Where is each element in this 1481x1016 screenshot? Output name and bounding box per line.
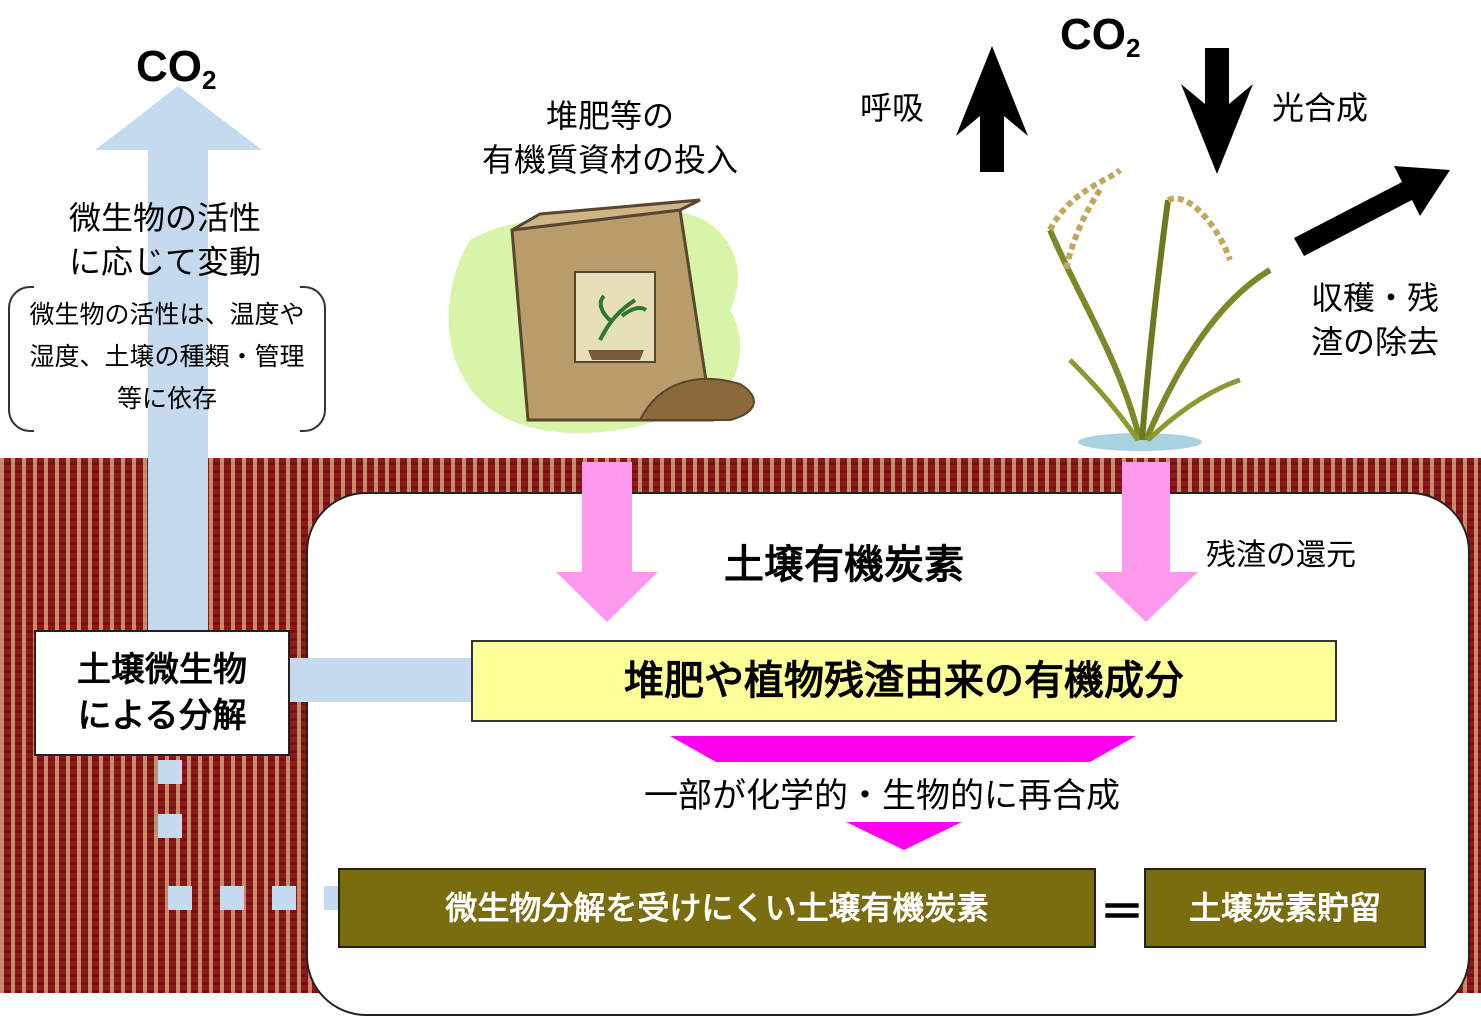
respiration-arrow — [956, 46, 1028, 172]
microbe-activity-note: 微生物の活性は、温度や湿度、土壌の種類・管理等に依存 — [8, 286, 326, 432]
decomposition-line2: による分解 — [77, 696, 247, 736]
microbe-activity-label: 微生物の活性 に応じて変動 — [68, 199, 261, 281]
dotted-connector-v1 — [158, 760, 182, 784]
co2-left-label: CO2 — [136, 42, 217, 95]
decomposition-connector — [286, 658, 472, 702]
resynthesis-funnel — [670, 736, 1136, 762]
harvest-label: 収穫・残 渣の除去 — [1310, 279, 1439, 361]
soil-organic-carbon-title: 土壌有機炭素 — [724, 542, 964, 588]
resynthesis-triangle — [846, 822, 962, 850]
compost-bag-illustration — [448, 198, 755, 434]
co2-right-label: CO2 — [1060, 10, 1141, 63]
organic-component-box: 堆肥や植物残渣由来の有機成分 — [471, 640, 1337, 722]
resynthesis-label: 一部が化学的・生物的に再合成 — [644, 776, 1120, 816]
residue-return-arrow — [1094, 462, 1198, 622]
dotted-connector-v2 — [158, 814, 182, 838]
equals-sign: ＝ — [1100, 887, 1144, 938]
carbon-storage-box: 土壌炭素貯留 — [1144, 868, 1426, 948]
compost-input-arrow — [556, 462, 658, 622]
respiration-label: 呼吸 — [860, 89, 925, 127]
arrows-layer — [95, 46, 1450, 910]
harvest-arrow — [1294, 166, 1450, 256]
dotted-connector-h2 — [220, 886, 244, 910]
dotted-connector-h3 — [272, 886, 296, 910]
rice-plant-illustration — [1047, 167, 1272, 451]
dotted-connector-h4 — [324, 886, 340, 910]
dotted-connector-h1 — [168, 886, 192, 910]
resistant-carbon-box: 微生物分解を受けにくい土壌有機炭素 — [338, 868, 1096, 948]
co2-release-arrow — [95, 86, 262, 640]
note-text: 微生物の活性は、温度や湿度、土壌の種類・管理等に依存 — [29, 300, 305, 413]
photosynthesis-label: 光合成 — [1272, 89, 1369, 127]
residue-return-label: 残渣の還元 — [1206, 538, 1356, 573]
compost-input-label: 堆肥等の 有機質資材の投入 — [481, 97, 738, 179]
decomposition-line1: 土壌微生物 — [77, 650, 247, 690]
photosynthesis-arrow — [1181, 48, 1253, 174]
decomposition-box: 土壌微生物 による分解 — [34, 630, 290, 756]
